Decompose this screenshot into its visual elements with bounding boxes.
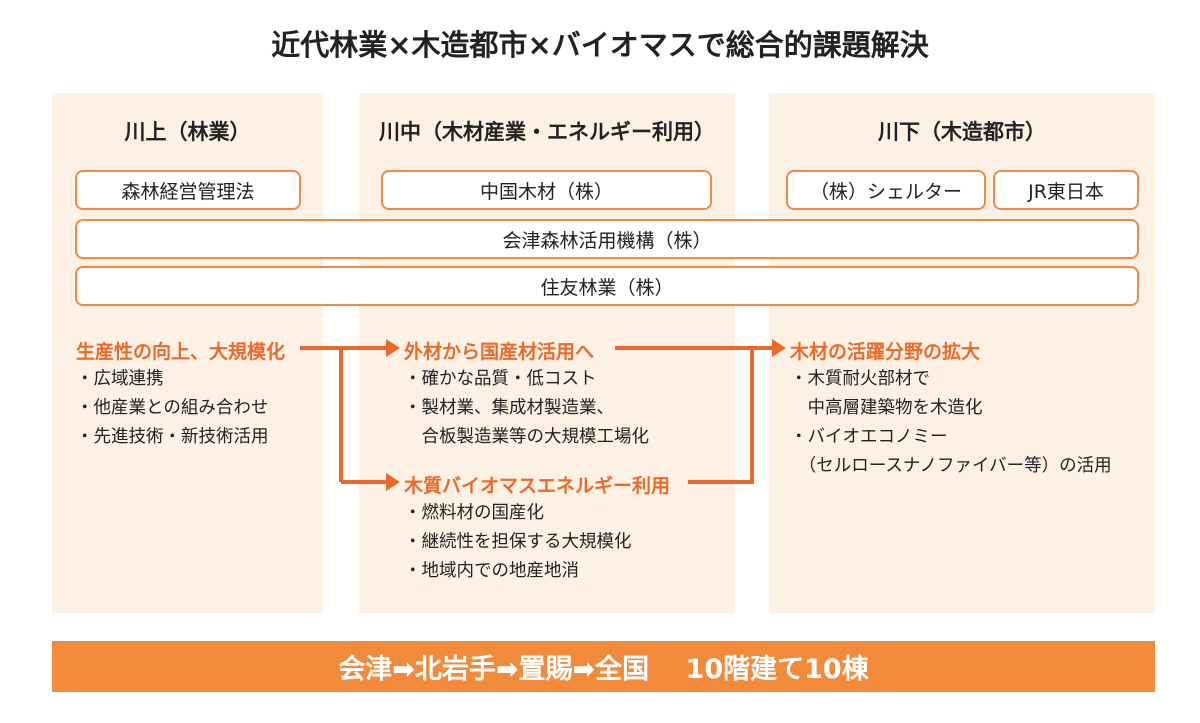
upstream-flow-heading: 生産性の向上、大規模化 <box>76 337 288 364</box>
list-item: ・地域内での地産地消 <box>404 561 579 581</box>
upstream-bullet-list: ・広域連携 ・他産業との組み合わせ ・先進技術・新技術活用 <box>76 365 269 452</box>
box-jr-east: JR東日本 <box>993 170 1139 210</box>
list-item: ・他産業との組み合わせ <box>76 398 269 418</box>
list-item: ・バイオエコノミー <box>790 427 948 447</box>
arrowhead-to-biomass <box>386 473 400 491</box>
box-forest-management-law: 森林経営管理法 <box>75 170 301 210</box>
box-sumitomo-forestry: 住友林業（株） <box>75 266 1139 306</box>
downstream-bullet-list: ・木質耐火部材で 中高層建築物を木造化 ・バイオエコノミー （セルロースナノファ… <box>790 365 1112 481</box>
arrowhead-to-mid-top <box>386 339 400 357</box>
midstream-top-flow-heading: 外材から国産材活用へ <box>404 341 595 363</box>
list-item: 合板製造業等の大規模工場化 <box>404 427 649 447</box>
box-chugoku-mokuzai: 中国木材（株） <box>381 170 712 210</box>
list-item: ・製材業、集成材製造業、 <box>404 398 614 418</box>
list-item: ・木質耐火部材で <box>790 369 930 389</box>
arrowhead-to-downstream <box>772 339 786 357</box>
list-item: ・先進技術・新技術活用 <box>76 427 269 447</box>
column-upstream-header: 川上（林業） <box>124 120 251 144</box>
list-item: ・確かな品質・低コスト <box>404 369 597 389</box>
bottom-banner: 会津➡北岩手➡置賜➡全国 10階建て10棟 <box>52 641 1155 692</box>
list-item: 中高層建築物を木造化 <box>790 398 983 418</box>
box-shelter: （株）シェルター <box>786 170 986 210</box>
box-aizu-forest-utilization: 会津森林活用機構（株） <box>75 219 1139 259</box>
diagram-title: 近代林業×木造都市×バイオマスで総合的課題解決 <box>271 28 929 62</box>
list-item: ・広域連携 <box>76 369 164 389</box>
midstream-top-bullet-list: ・確かな品質・低コスト ・製材業、集成材製造業、 合板製造業等の大規模工場化 <box>404 365 649 452</box>
list-item: （セルロースナノファイバー等）の活用 <box>790 456 1112 476</box>
midstream-bottom-flow-heading: 木質バイオマスエネルギー利用 <box>404 475 671 497</box>
column-downstream-header: 川下（木造都市） <box>878 120 1046 144</box>
midstream-bottom-bullet-list: ・燃料材の国産化 ・継続性を担保する大規模化 ・地域内での地産地消 <box>404 499 632 586</box>
list-item: ・継続性を担保する大規模化 <box>404 532 632 552</box>
list-item: ・燃料材の国産化 <box>404 503 544 523</box>
downstream-flow-heading: 木材の活躍分野の拡大 <box>790 341 981 363</box>
column-midstream-header: 川中（木材産業・エネルギー利用） <box>379 120 715 144</box>
